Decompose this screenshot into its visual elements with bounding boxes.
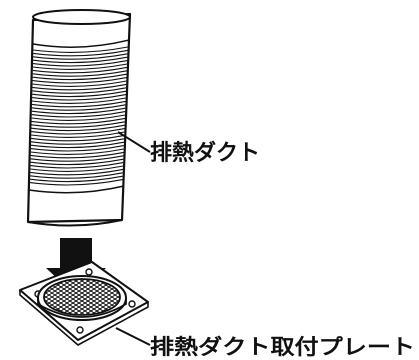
plate-edge-thickness xyxy=(19,290,149,346)
duct-rib xyxy=(31,111,126,118)
grille-line xyxy=(44,279,83,315)
plate-collar-wall xyxy=(37,298,127,318)
grille-line xyxy=(44,279,77,315)
duct-rib xyxy=(29,179,123,186)
duct-rib xyxy=(31,131,125,138)
screw-hole xyxy=(128,300,136,308)
exhaust-duct xyxy=(26,9,132,227)
duct-rib xyxy=(33,53,128,60)
duct-rib xyxy=(31,114,126,121)
grille-line xyxy=(69,279,120,315)
duct-rib xyxy=(32,66,128,74)
duct-rib xyxy=(32,77,127,84)
duct-rib xyxy=(32,83,127,91)
duct-rib xyxy=(31,117,126,125)
grille-line xyxy=(87,279,120,315)
screw-hole xyxy=(85,268,93,276)
duct-rib xyxy=(33,46,128,53)
duct-rib xyxy=(30,141,125,149)
duct-bottom-cuff-edge xyxy=(28,185,125,194)
grille-line xyxy=(93,279,120,315)
duct-rib xyxy=(31,124,125,132)
duct-rib xyxy=(31,107,126,115)
duct-rib xyxy=(30,162,124,169)
duct-rib xyxy=(31,104,126,111)
duct-rib xyxy=(30,158,124,166)
duct-rib xyxy=(32,60,128,67)
exhaust-duct-mounting-plate xyxy=(19,261,149,346)
grille-line xyxy=(44,279,71,315)
duct-rib xyxy=(32,63,128,70)
plate-label: 排熱ダクト取付プレート xyxy=(150,335,415,359)
grille-line xyxy=(44,279,95,315)
duct-bottom-rim xyxy=(27,219,123,227)
duct-rib xyxy=(33,49,128,57)
duct-rib xyxy=(31,97,126,104)
duct-rib xyxy=(32,80,127,87)
duct-rib xyxy=(30,145,125,152)
grille-line xyxy=(93,279,120,315)
duct-corrugation xyxy=(29,46,128,186)
grille-line xyxy=(44,279,89,315)
duct-rib xyxy=(30,148,124,155)
duct-label: 排熱ダクト xyxy=(150,140,260,166)
duct-rib xyxy=(32,87,127,94)
duct-leader-line xyxy=(117,131,151,153)
duct-rib xyxy=(30,172,123,179)
screw-hole xyxy=(76,326,84,334)
duct-rib xyxy=(31,134,125,142)
grille-line xyxy=(51,279,113,315)
duct-top-opening xyxy=(32,9,131,25)
duct-rib xyxy=(30,168,124,176)
duct-top-cuff-edge xyxy=(32,39,130,48)
grille-line xyxy=(81,279,120,315)
duct-rib xyxy=(30,175,123,183)
duct-rib xyxy=(31,121,125,128)
duct-rib xyxy=(31,100,126,108)
duct-rib xyxy=(32,73,127,81)
duct-rib xyxy=(30,155,124,162)
grille-line xyxy=(75,279,120,315)
plate-leader-line xyxy=(115,327,151,346)
duct-rib xyxy=(30,165,124,172)
duct-rib xyxy=(31,128,125,135)
duct-rib xyxy=(30,138,125,145)
duct-rib xyxy=(32,90,127,98)
duct-rib xyxy=(32,94,127,101)
duct-rib xyxy=(30,151,124,159)
grille-line xyxy=(44,279,71,315)
duct-rib xyxy=(32,70,128,77)
duct-rib xyxy=(32,56,128,64)
